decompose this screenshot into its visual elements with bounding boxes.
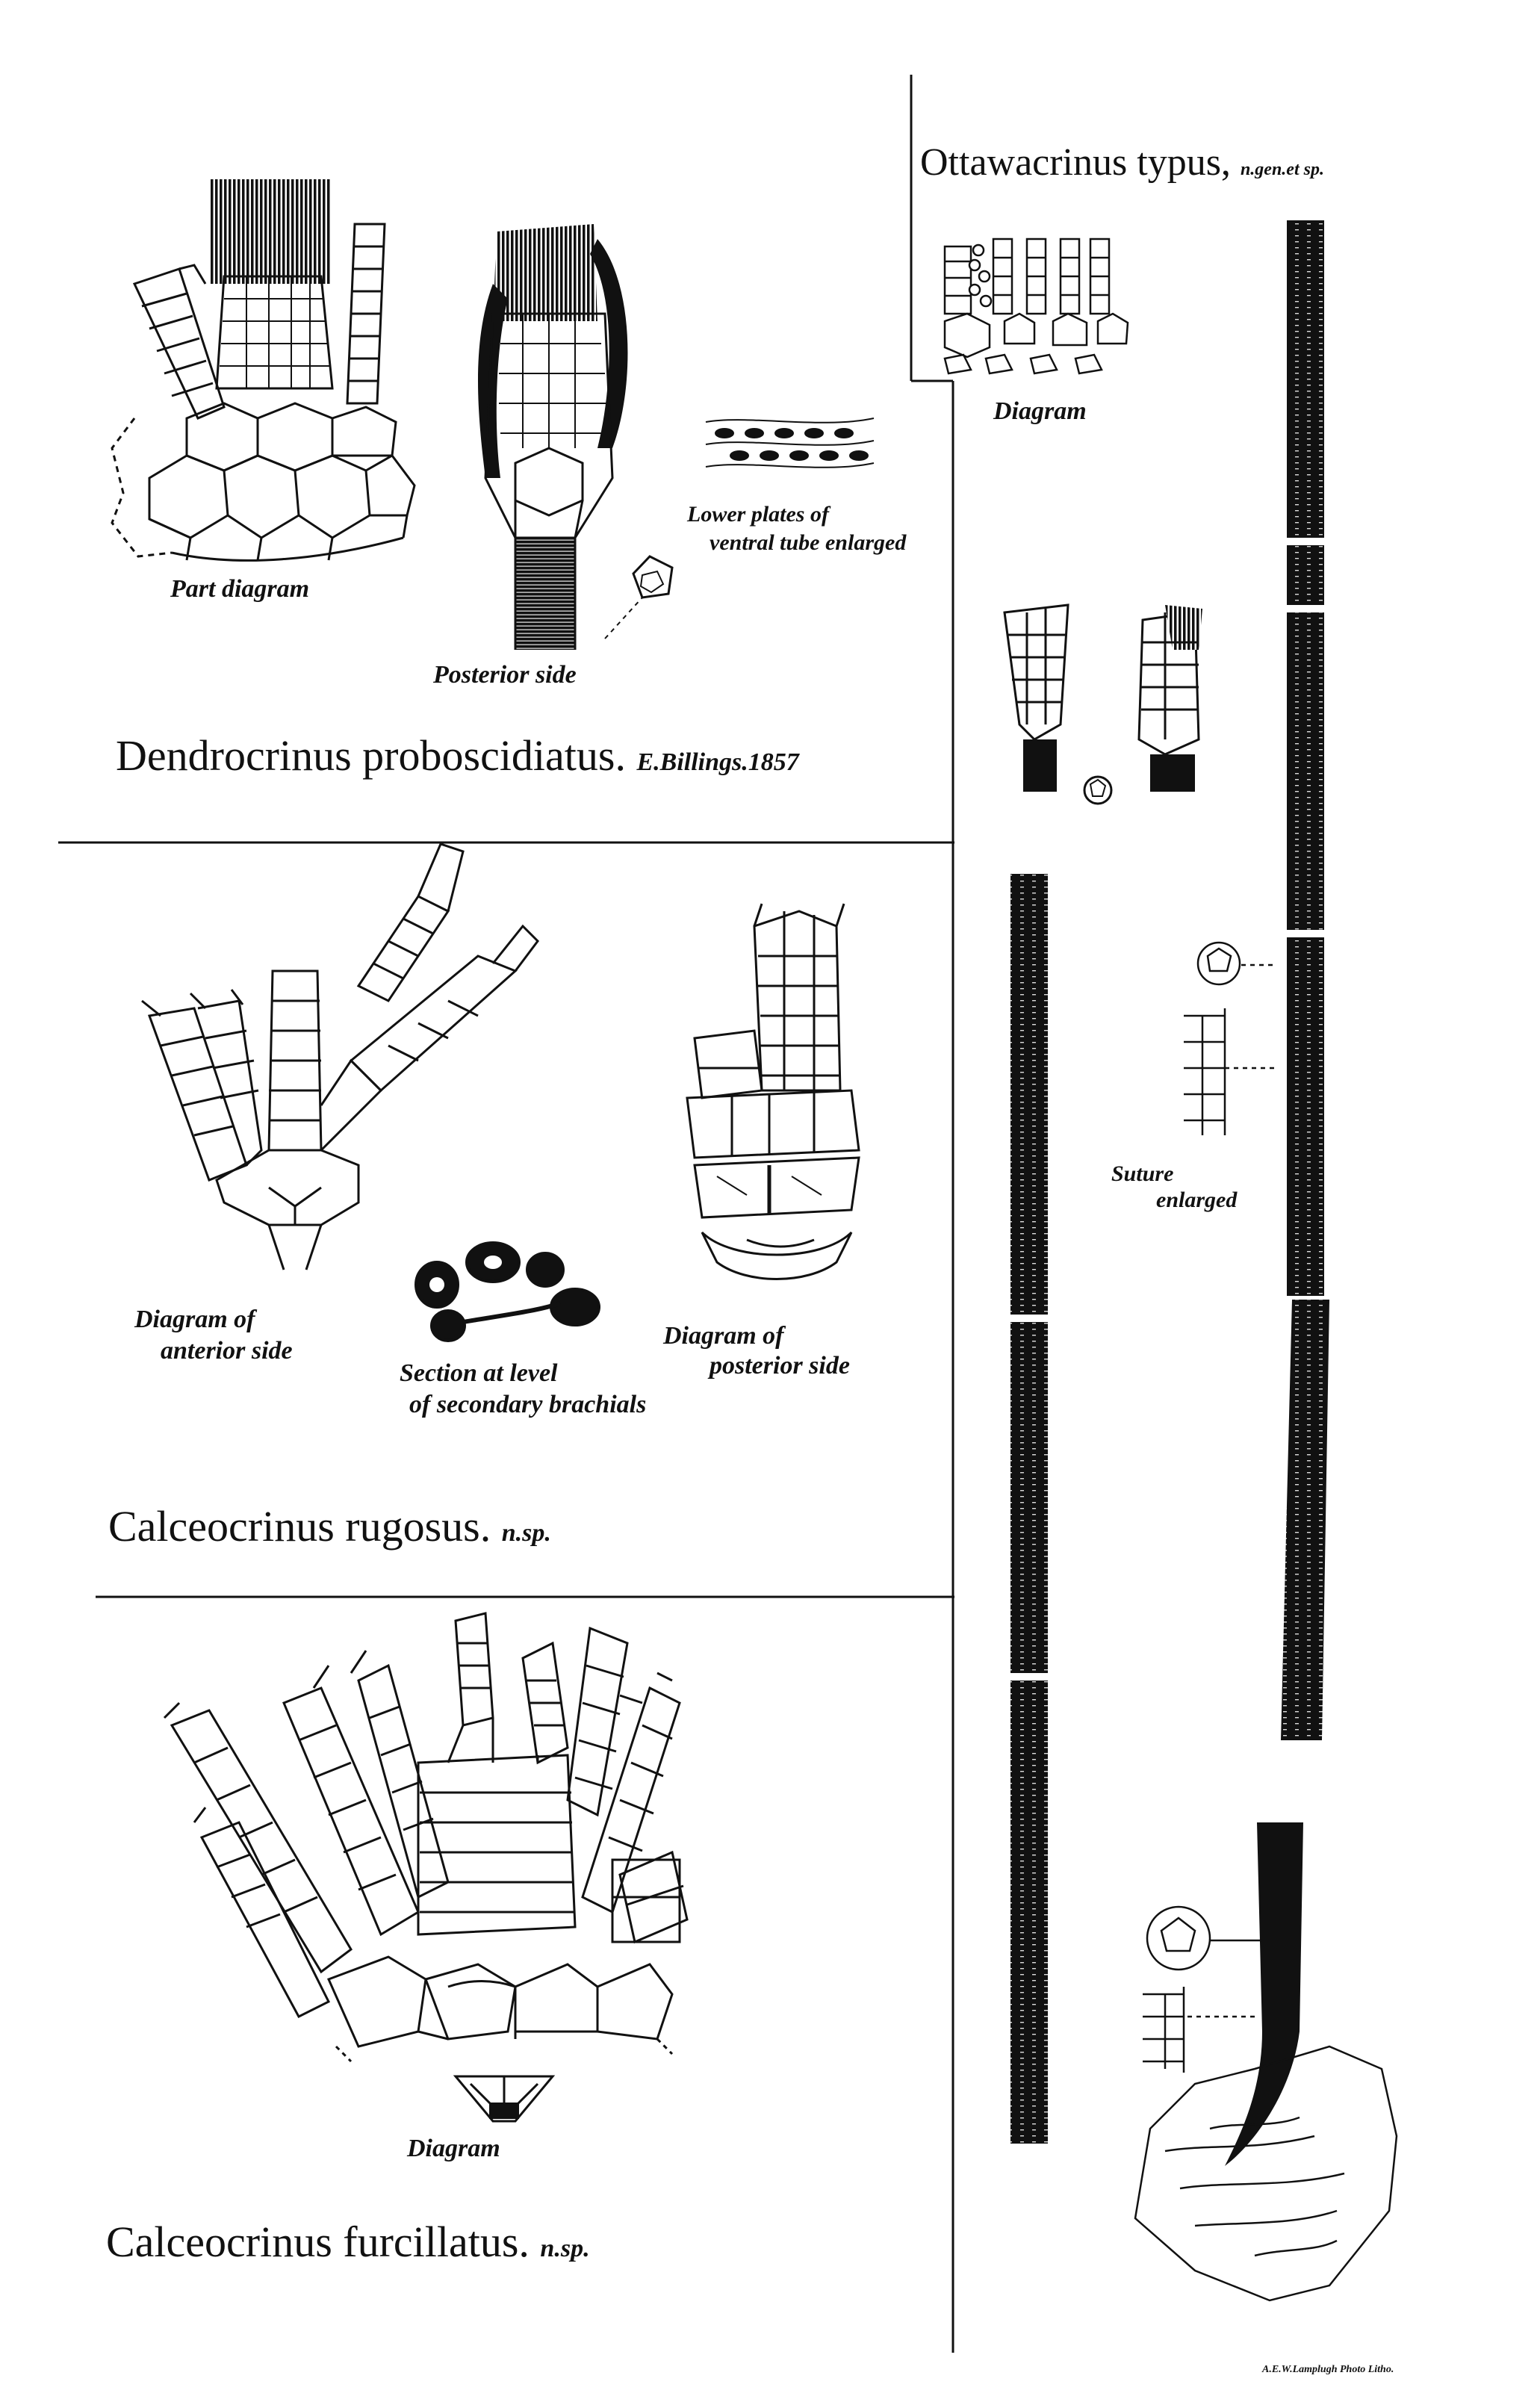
dendrocrinus-posterior-side: [478, 224, 674, 650]
label-furcillatus-diagram: Diagram: [407, 2135, 500, 2162]
label-posterior-1: Diagram of: [663, 1322, 784, 1350]
ottawacrinus-stems: [1010, 220, 1329, 2166]
rugosus-posterior-diagram: [686, 903, 860, 1280]
furcillatus-diagram: [163, 1612, 689, 2123]
title-ottawacrinus: Ottawacrinus typus, n.gen.et sp.: [920, 140, 1324, 184]
title-rugosus-name: Calceocrinus rugosus.: [108, 1502, 491, 1551]
title-ottawacrinus-name: Ottawacrinus typus,: [920, 141, 1231, 184]
dendrocrinus-lower-plates: [705, 418, 875, 468]
rugosus-section: [415, 1241, 600, 1342]
title-rugosus-abbrev: n.sp.: [501, 1519, 551, 1547]
label-posterior-2: posterior side: [710, 1352, 850, 1380]
title-dendrocrinus-author: E.Billings.1857: [636, 748, 799, 776]
label-section-2: of secondary brachials: [409, 1391, 647, 1418]
ottawacrinus-crowns: [1003, 603, 1202, 805]
label-anterior-1: Diagram of: [134, 1306, 255, 1333]
label-lower-plates: Lower plates of: [687, 502, 829, 527]
label-section-1: Section at level: [400, 1359, 558, 1387]
title-ottawacrinus-abbrev: n.gen.et sp.: [1240, 160, 1324, 179]
label-ottawacrinus-diagram: Diagram: [993, 397, 1087, 425]
label-enlarged: enlarged: [1156, 1188, 1238, 1212]
title-dendrocrinus-name: Dendrocrinus proboscidiatus.: [116, 731, 626, 780]
lithographer-credit: A.E.W.Lamplugh Photo Litho.: [1262, 2364, 1394, 2375]
label-suture: Suture: [1111, 1161, 1174, 1186]
title-furcillatus: Calceocrinus furcillatus. n.sp.: [106, 2217, 590, 2267]
ottawacrinus-suture: [1134, 941, 1398, 2302]
title-rugosus: Calceocrinus rugosus. n.sp.: [108, 1501, 551, 1551]
label-anterior-2: anterior side: [161, 1337, 293, 1365]
title-furcillatus-name: Calceocrinus furcillatus.: [106, 2218, 530, 2266]
frame-lines: [58, 75, 954, 2353]
label-part-diagram: Part diagram: [170, 575, 310, 603]
rugosus-anterior-diagram: [141, 842, 539, 1270]
label-posterior-side: Posterior side: [433, 661, 577, 689]
label-ventral-tube: ventral tube enlarged: [710, 530, 907, 555]
title-dendrocrinus: Dendrocrinus proboscidiatus. E.Billings.…: [116, 730, 799, 781]
ottawacrinus-diagram: [943, 238, 1129, 375]
title-furcillatus-abbrev: n.sp.: [540, 2235, 590, 2262]
dendrocrinus-part-diagram: [111, 179, 416, 562]
